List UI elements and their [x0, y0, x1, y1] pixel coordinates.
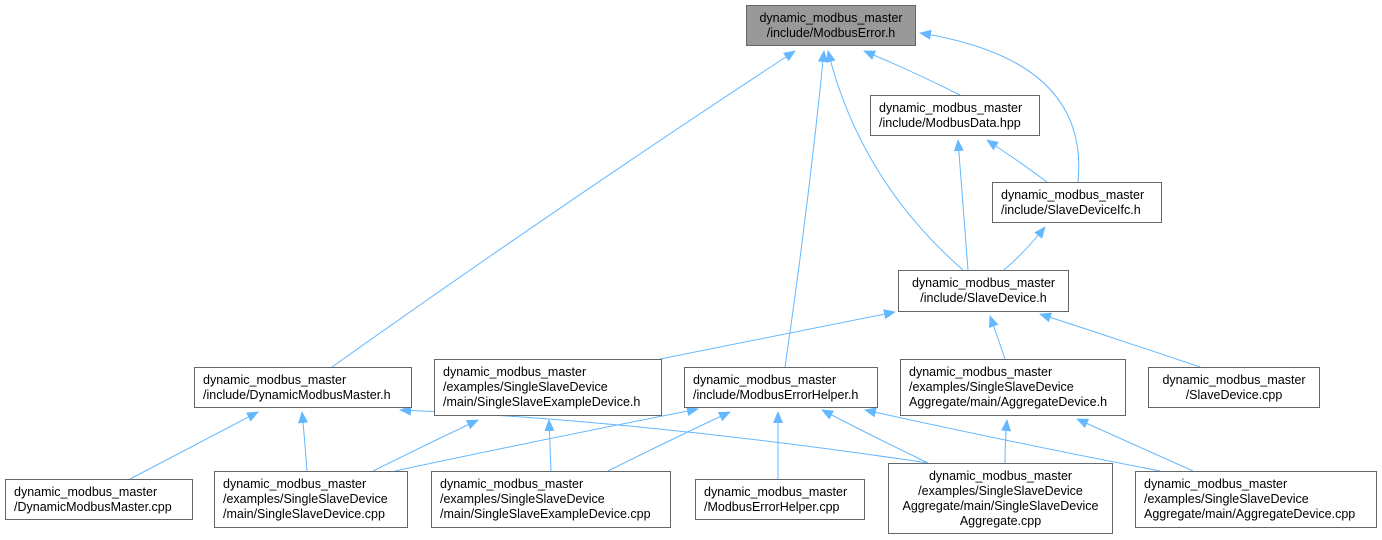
node-slave-device-ifc-h[interactable]: dynamic_modbus_master /include/SlaveDevi…: [992, 182, 1162, 223]
edge-single-slave-example-device-cpp-to-modbus-error-helper-h: [607, 411, 731, 472]
node-line: /examples/SingleSlaveDevice: [443, 380, 608, 394]
node-line: /examples/SingleSlaveDevice: [223, 492, 388, 506]
node-line: /examples/SingleSlaveDevice: [440, 492, 605, 506]
node-line: /include/ModbusError.h: [766, 25, 896, 40]
node-line: /examples/SingleSlaveDevice: [1144, 492, 1309, 506]
node-modbus-error-helper-h[interactable]: dynamic_modbus_master /include/ModbusErr…: [684, 367, 878, 408]
node-line: /include/DynamicModbusMaster.h: [203, 387, 391, 402]
node-modbus-error-h[interactable]: dynamic_modbus_master /include/ModbusErr…: [746, 5, 916, 46]
node-line: /DynamicModbusMaster.cpp: [14, 499, 172, 514]
edge-slave-device-ifc-h-to-modbus-data-hpp: [986, 139, 1048, 183]
edge-slave-device-h-to-modbus-data-hpp: [953, 139, 969, 271]
edge-single-slave-device-cpp-to-modbus-error-helper-h: [394, 406, 699, 472]
edge-slave-device-ifc-h-to-modbus-error-h: [919, 29, 1080, 183]
node-dynamic-modbus-master-h[interactable]: dynamic_modbus_master /include/DynamicMo…: [194, 367, 412, 408]
node-line: dynamic_modbus_master: [440, 477, 584, 491]
node-line: /main/SingleSlaveExampleDevice.h: [443, 395, 641, 409]
node-line: Aggregate/main/AggregateDevice.h: [909, 395, 1108, 409]
edge-aggregate-device-cpp-to-modbus-error-helper-h: [864, 407, 1161, 472]
node-line: dynamic_modbus_master: [879, 100, 1023, 115]
node-line: /include/ModbusErrorHelper.h: [693, 387, 859, 402]
node-line: dynamic_modbus_master: [203, 372, 347, 387]
node-line: /include/SlaveDevice.h: [920, 291, 1047, 305]
node-dynamic-modbus-master-cpp[interactable]: dynamic_modbus_master /DynamicModbusMast…: [5, 479, 193, 520]
edge-single-slave-device-aggregate-cpp-to-aggregate-device-h: [1001, 419, 1012, 464]
node-modbus-data-hpp[interactable]: dynamic_modbus_master /include/ModbusDat…: [870, 95, 1040, 136]
edge-slave-device-h-to-slave-device-ifc-h: [1003, 226, 1046, 271]
node-line: /examples/SingleSlaveDevice: [909, 380, 1074, 394]
node-single-slave-example-device-cpp[interactable]: dynamic_modbus_master /examples/SingleSl…: [431, 471, 671, 528]
node-line: /include/ModbusData.hpp: [879, 115, 1021, 130]
node-line: dynamic_modbus_master: [1144, 477, 1288, 491]
node-line: dynamic_modbus_master: [223, 477, 367, 491]
node-line: dynamic_modbus_master: [1162, 372, 1306, 387]
node-line: Aggregate/main/AggregateDevice.cpp: [1144, 507, 1356, 521]
node-line: dynamic_modbus_master: [928, 468, 1073, 483]
node-line: dynamic_modbus_master: [911, 276, 1056, 290]
node-modbus-error-helper-cpp[interactable]: dynamic_modbus_master /ModbusErrorHelper…: [695, 479, 865, 520]
node-line: Aggregate.cpp: [959, 513, 1042, 528]
node-slave-device-h[interactable]: dynamic_modbus_master /include/SlaveDevi…: [898, 270, 1069, 312]
node-line: /examples/SingleSlaveDevice: [918, 483, 1083, 498]
node-line: Aggregate/main/SingleSlaveDevice: [902, 498, 1099, 513]
node-line: dynamic_modbus_master: [1001, 187, 1145, 202]
edge-slave-device-h-to-modbus-error-h: [825, 50, 964, 271]
edge-single-slave-device-aggregate-cpp-to-dynamic-modbus-master-h: [399, 405, 929, 464]
edge-single-slave-example-device-h-to-slave-device-h: [659, 309, 896, 360]
edge-aggregate-device-h-to-slave-device-h: [989, 315, 1006, 360]
node-line: dynamic_modbus_master: [443, 365, 587, 379]
edge-aggregate-device-cpp-to-aggregate-device-h: [1076, 418, 1194, 472]
edge-single-slave-device-cpp-to-single-slave-example-device-h: [372, 419, 479, 472]
edge-dynamic-modbus-master-h-to-modbus-error-h: [331, 50, 796, 368]
edge-single-slave-device-aggregate-cpp-to-modbus-error-helper-h: [821, 409, 929, 464]
node-line: /SlaveDevice.cpp: [1185, 387, 1283, 402]
node-line: dynamic_modbus_master: [14, 484, 158, 499]
edge-dynamic-modbus-master-cpp-to-dynamic-modbus-master-h: [129, 411, 259, 480]
node-aggregate-device-cpp[interactable]: dynamic_modbus_master /examples/SingleSl…: [1135, 471, 1377, 528]
node-single-slave-device-aggregate-cpp[interactable]: dynamic_modbus_master /examples/SingleSl…: [888, 463, 1113, 534]
node-slave-device-cpp[interactable]: dynamic_modbus_master /SlaveDevice.cpp: [1148, 367, 1320, 408]
edge-modbus-data-hpp-to-modbus-error-h: [863, 50, 961, 96]
node-line: dynamic_modbus_master: [909, 365, 1053, 379]
edge-slave-device-cpp-to-slave-device-h: [1039, 312, 1201, 368]
node-aggregate-device-h[interactable]: dynamic_modbus_master /examples/SingleSl…: [900, 359, 1126, 416]
node-line: /include/SlaveDeviceIfc.h: [1001, 202, 1141, 217]
node-line: /main/SingleSlaveDevice.cpp: [223, 507, 385, 521]
node-line: dynamic_modbus_master: [759, 10, 903, 25]
node-line: dynamic_modbus_master: [704, 484, 848, 499]
node-line: /ModbusErrorHelper.cpp: [704, 499, 840, 514]
node-single-slave-example-device-h[interactable]: dynamic_modbus_master /examples/SingleSl…: [434, 359, 662, 416]
edge-single-slave-example-device-cpp-to-single-slave-example-device-h: [544, 419, 555, 472]
edge-single-slave-device-cpp-to-dynamic-modbus-master-h: [298, 411, 309, 472]
node-single-slave-device-cpp[interactable]: dynamic_modbus_master /examples/SingleSl…: [214, 471, 408, 528]
node-line: /main/SingleSlaveExampleDevice.cpp: [440, 507, 651, 521]
edge-modbus-error-helper-h-to-modbus-error-h: [784, 50, 828, 368]
node-line: dynamic_modbus_master: [693, 372, 837, 387]
